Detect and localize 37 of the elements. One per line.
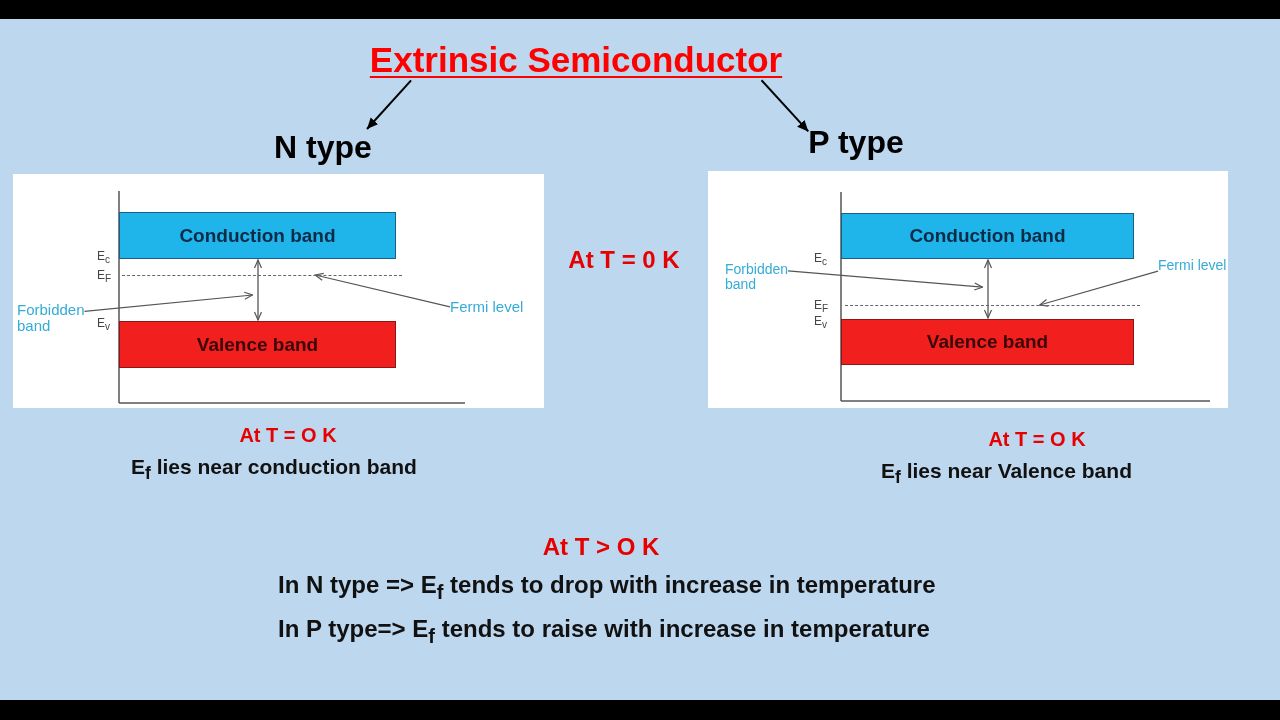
statement-text: In N type => E$_{f}$ tends to drop with increase in temperature xyxy=(278,571,936,604)
energy-level-label: E$_{v}$ xyxy=(97,317,110,333)
arrow xyxy=(366,79,413,130)
fermi-level-line xyxy=(845,305,1140,306)
band-diagram-panel xyxy=(13,174,544,408)
leader-line xyxy=(83,291,254,312)
energy-level-label: E$_{v}$ xyxy=(814,315,827,331)
energy-level-label: E$_{F}$ xyxy=(97,269,112,285)
leader-label: Forbidden band xyxy=(17,302,85,334)
valence-band: Valence band xyxy=(841,319,1134,365)
caption-text: E$_{f}$ lies near Valence band xyxy=(881,459,1132,488)
type-heading: N type xyxy=(274,129,372,166)
energy-level-label: E$_{c}$ xyxy=(97,250,110,266)
caption-text: E$_{f}$ lies near conduction band xyxy=(131,455,417,484)
leader-line xyxy=(787,270,984,291)
fermi-level-line xyxy=(122,275,402,276)
energy-level-label: E$_{F}$ xyxy=(814,299,829,315)
leader-label: Fermi level xyxy=(1158,258,1227,273)
type-heading: P type xyxy=(808,124,904,161)
leader-label: Fermi level xyxy=(450,299,524,315)
band-diagram-panel xyxy=(708,171,1228,408)
leader-line xyxy=(1039,270,1159,307)
statement-text: In P type=> E$_{f}$ tends to raise with increase in temperature xyxy=(278,615,930,648)
condition-text: At T = 0 K xyxy=(568,246,680,274)
valence-band: Valence band xyxy=(119,321,396,368)
condition-text: At T = O K xyxy=(239,424,337,447)
condition-text: At T > O K xyxy=(542,533,660,561)
title-heading: Extrinsic Semiconductor xyxy=(369,40,783,81)
conduction-band: Conduction band xyxy=(841,213,1134,259)
condition-text: At T = O K xyxy=(988,428,1086,451)
dimension-line xyxy=(252,259,263,321)
leader-label: Forbidden band xyxy=(725,262,789,292)
energy-level-label: E$_{c}$ xyxy=(814,252,827,268)
dimension-line xyxy=(982,259,993,319)
leader-line xyxy=(314,272,451,308)
arrow xyxy=(760,79,810,133)
conduction-band: Conduction band xyxy=(119,212,396,259)
